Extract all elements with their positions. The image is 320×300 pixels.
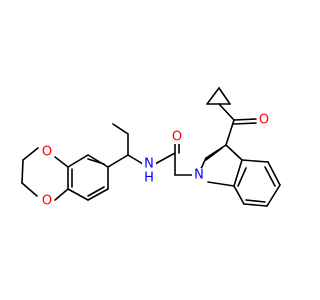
amide-oxygen-label: O bbox=[172, 130, 182, 145]
bond-n-chiral-c bbox=[127, 154, 144, 165]
bond-cyclopropyl-carbonyl bbox=[218, 103, 235, 121]
amide-nitrogen-label: N bbox=[144, 157, 154, 172]
ring-oxygen-upper-label: O bbox=[42, 145, 52, 160]
indole-benzene-ring bbox=[233, 159, 281, 207]
amide-hydrogen-label: H bbox=[144, 171, 154, 186]
atom-labels: O O N H N O O bbox=[40, 113, 271, 209]
ketone-oxygen-label: O bbox=[259, 113, 269, 128]
indole-pyrrole-ring bbox=[197, 144, 243, 187]
indole-nitrogen-label: N bbox=[194, 168, 204, 183]
cyclopropyl-ring bbox=[206, 87, 231, 105]
bond-carbonyl-indole bbox=[225, 119, 235, 146]
molecule-diagram: O O N H N O O bbox=[21, 87, 281, 209]
bond-chiral-aryl bbox=[107, 154, 129, 168]
ethyl-group bbox=[112, 123, 129, 156]
bond-amide-c-n bbox=[154, 152, 176, 165]
dioxepine-ring bbox=[21, 147, 69, 201]
benzodioxepine-aromatic-ring bbox=[67, 154, 109, 201]
ring-oxygen-lower-label: O bbox=[42, 194, 52, 209]
ketone-double-bond bbox=[233, 118, 257, 125]
structure-drawing: O O N H N O O bbox=[21, 87, 281, 209]
